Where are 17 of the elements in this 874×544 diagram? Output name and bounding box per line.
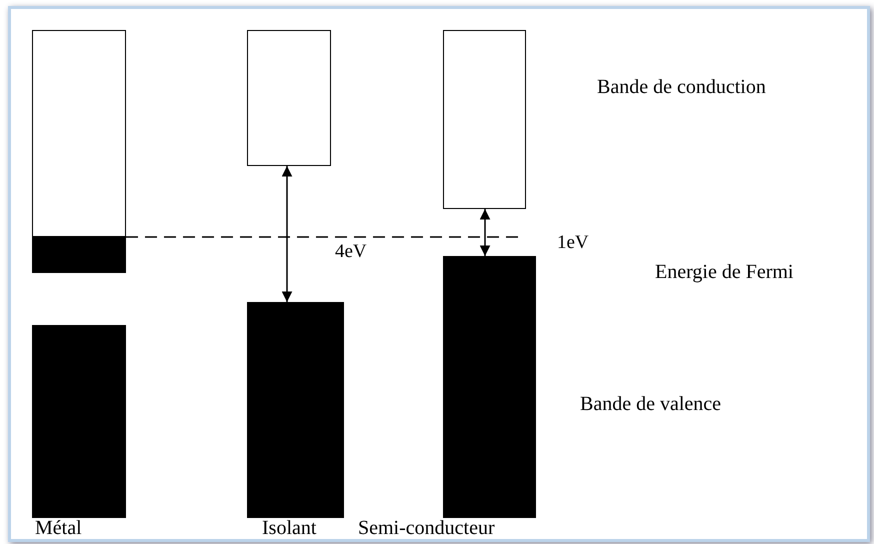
filled-band <box>247 302 344 518</box>
band-label: Bande de conduction <box>597 76 766 98</box>
band-label: Bande de valence <box>580 393 722 415</box>
filled-band <box>32 236 126 273</box>
empty-band <box>32 30 126 273</box>
double-arrow <box>480 209 490 256</box>
material-label: Isolant <box>262 517 316 539</box>
edge-label: 4eV <box>335 241 367 263</box>
material-label: Métal <box>35 517 82 539</box>
double-arrow <box>282 166 292 302</box>
material-label: Semi-conducteur <box>358 517 495 539</box>
empty-band <box>443 30 526 209</box>
filled-band <box>32 325 126 518</box>
empty-band <box>247 30 331 166</box>
filled-band <box>443 256 536 518</box>
band-label: Energie de Fermi <box>655 261 794 283</box>
edge-label: 1eV <box>557 232 589 254</box>
